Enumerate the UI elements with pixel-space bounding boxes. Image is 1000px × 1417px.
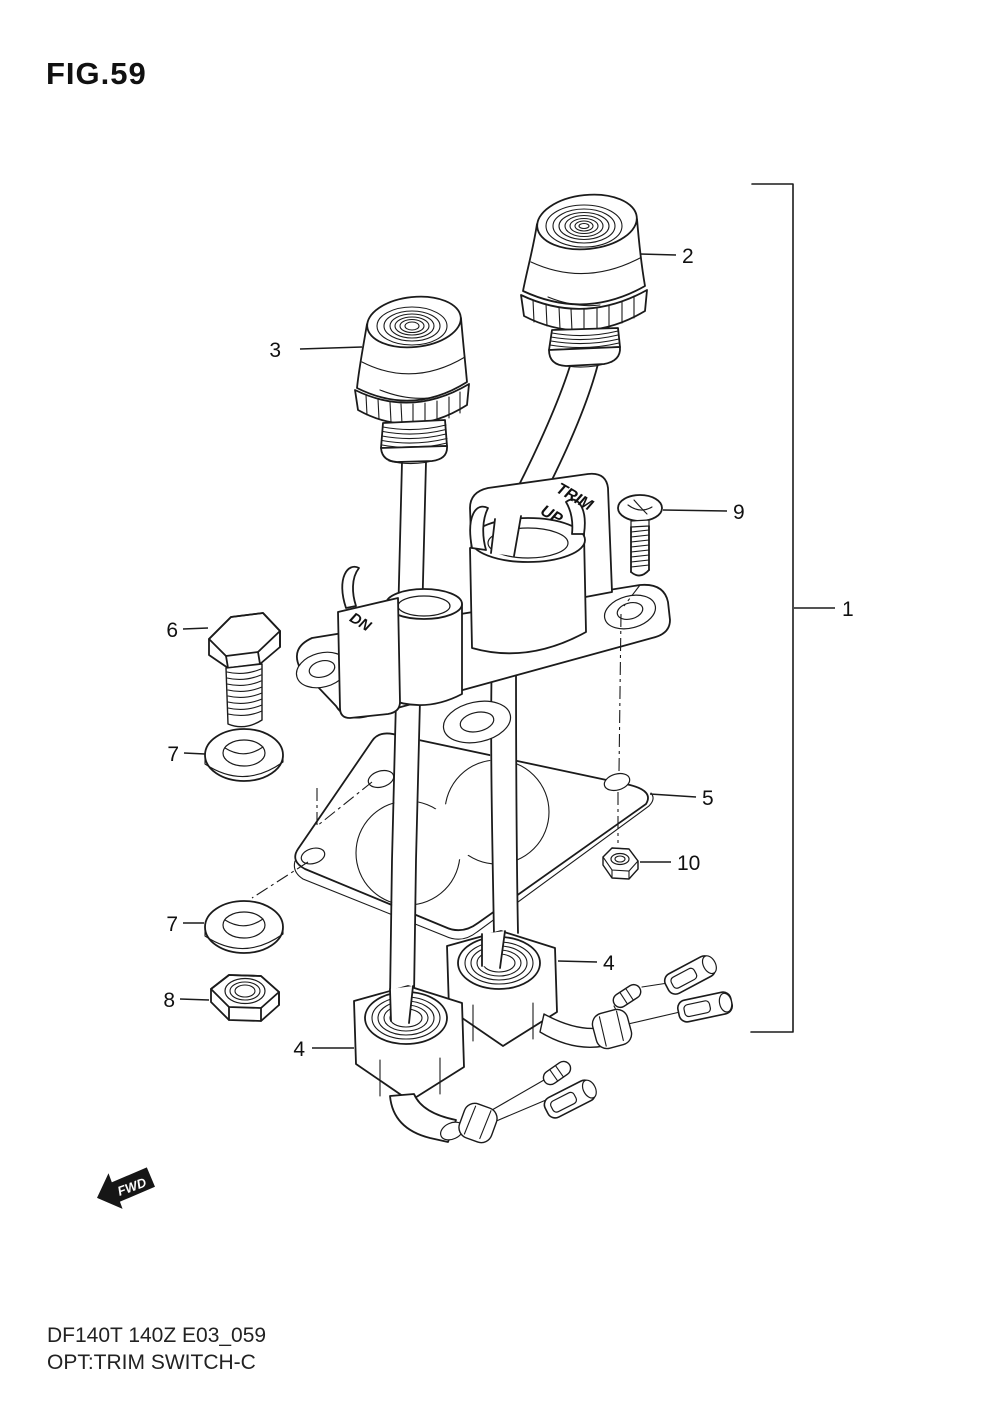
fwd-direction-arrow: FWD: [97, 1167, 155, 1209]
callout-1: 1: [842, 598, 854, 621]
callout-7-upper: 7: [167, 743, 179, 766]
footer: DF140T 140Z E03_059 OPT:TRIM SWITCH-C: [47, 1322, 266, 1376]
screw-9: [617, 494, 663, 843]
footer-model-code: DF140T 140Z E03_059: [47, 1324, 267, 1347]
clamp-holder: TRIM UP DN: [295, 472, 671, 744]
figure-title: FIG.59: [46, 56, 147, 91]
grommet-nut-4-right: [446, 930, 558, 1047]
washer-7-upper: [204, 728, 373, 828]
knob-switch-2: [520, 193, 648, 368]
nut-10: [602, 847, 639, 880]
grommet-nut-4-left: [353, 985, 465, 1143]
callouts: 2 3 9 6 7 5 10 7 8 4 4: [163, 245, 744, 1061]
callout-7-lower: 7: [166, 913, 178, 936]
assembly-bracket-line: 1: [750, 183, 854, 1033]
callout-3: 3: [269, 339, 281, 362]
callout-6: 6: [166, 619, 178, 642]
wire-harness: [458, 955, 734, 1144]
callout-9: 9: [733, 501, 745, 524]
footer-caption: OPT:TRIM SWITCH-C: [47, 1351, 256, 1374]
mounting-plate-5: [293, 732, 654, 940]
callout-4-left: 4: [293, 1038, 305, 1061]
bolt-6: [208, 612, 281, 728]
callout-5: 5: [702, 787, 714, 810]
nut-8: [210, 974, 280, 1022]
callout-2: 2: [682, 245, 694, 268]
callout-10: 10: [677, 852, 700, 875]
knob-switch-3: [354, 295, 470, 465]
callout-8: 8: [163, 989, 175, 1012]
callout-4-right: 4: [603, 952, 615, 975]
washer-7-lower: [204, 861, 309, 954]
